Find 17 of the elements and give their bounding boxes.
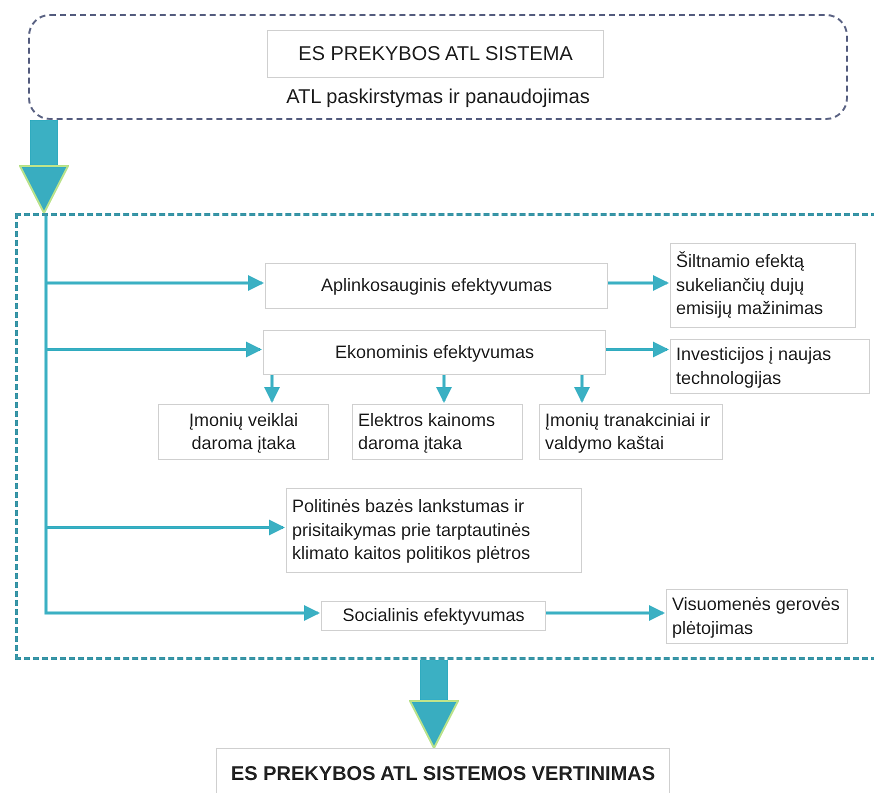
block-arrow xyxy=(409,660,459,749)
text-box: Aplinkosauginis efektyvumas xyxy=(265,263,608,309)
text-box: Socialinis efektyvumas xyxy=(321,601,546,631)
text-box: Įmonių veiklai daroma įtaka xyxy=(158,404,329,460)
text-box: Ekonominis efektyvumas xyxy=(263,330,606,375)
evaluation-frame xyxy=(15,213,874,660)
text-box: Investicijos į naujas technologijas xyxy=(670,339,870,394)
text-box: Politinės bazės lankstumas ir prisitaikymas prie tarptautinės klimato kaitos politikos plėtros xyxy=(286,488,582,573)
text-box: Visuomenės gerovės plėtojimas xyxy=(666,589,848,644)
result-box: ES PREKYBOS ATL SISTEMOS VERTINIMAS xyxy=(216,748,670,793)
text-box: Įmonių tranakciniai ir valdymo kaštai xyxy=(539,404,723,460)
block-arrow xyxy=(19,120,69,214)
system-panel xyxy=(28,14,848,120)
title-box: ES PREKYBOS ATL SISTEMA xyxy=(267,30,604,78)
panel-subtitle: ATL paskirstymas ir panaudojimas xyxy=(285,86,591,109)
text-box: Šiltnamio efektą sukeliančių dujų emisijų mažinimas xyxy=(670,243,856,328)
text-box: Elektros kainoms daroma įtaka xyxy=(352,404,523,460)
